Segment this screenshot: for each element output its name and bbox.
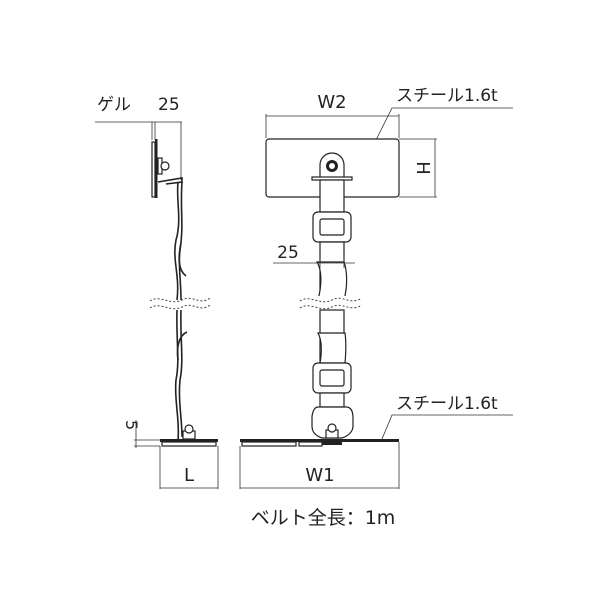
- break-mark: [299, 304, 363, 310]
- bolt-head: [160, 161, 170, 171]
- gel-dim-text: 25: [158, 95, 180, 115]
- base-plate-side: [160, 439, 218, 442]
- strap-curl: [176, 331, 188, 361]
- strap-front-lower: [319, 392, 345, 408]
- belt-width-dim-text: 25: [277, 243, 299, 263]
- base-bolt: [327, 423, 337, 433]
- base-width-label: W1: [305, 465, 334, 486]
- break-gap: [314, 296, 350, 310]
- base-material-label: スチール1.6t: [396, 394, 498, 414]
- strap-twist: [315, 261, 348, 301]
- side-view: ゲル 25 5 L: [95, 95, 219, 489]
- top-material-leader: [373, 107, 513, 145]
- strap-front: [319, 179, 345, 213]
- base-pad: [161, 441, 217, 447]
- base-clamp: [322, 440, 342, 445]
- bracket: [157, 177, 183, 185]
- strap-twist: [316, 332, 347, 364]
- break-mark: [299, 297, 363, 303]
- base-pad: [298, 441, 323, 447]
- front-view: W2 スチール1.6t H 25: [239, 86, 513, 489]
- base-plate: [240, 439, 399, 442]
- break-mark: [149, 297, 211, 303]
- base-material-leader: [381, 414, 513, 440]
- upper-buckle-slot: [319, 218, 345, 236]
- base-height-dim-text: 5: [122, 420, 141, 430]
- belt-length-caption: ベルト全長：1m: [251, 507, 396, 529]
- strap-side-upper: [174, 181, 180, 301]
- gel-label: ゲル: [97, 95, 131, 115]
- base-length-label: L: [184, 465, 194, 486]
- strap-side-lower: [178, 309, 186, 437]
- top-plate-side: [151, 141, 156, 198]
- strap-side-upper: [178, 181, 183, 301]
- strap-side-lower: [174, 309, 180, 441]
- lower-clip: [311, 406, 354, 439]
- strap-curl: [178, 242, 187, 277]
- base-pad: [241, 441, 297, 447]
- break-mark: [149, 304, 211, 310]
- base-bolt: [184, 424, 194, 434]
- lower-buckle-slot: [319, 369, 345, 387]
- top-height-label: H: [412, 161, 433, 175]
- gel-pad: [155, 139, 158, 198]
- top-material-label: スチール1.6t: [396, 86, 498, 106]
- top-width-label: W2: [317, 92, 346, 113]
- eye-bolt-hole: [329, 163, 335, 169]
